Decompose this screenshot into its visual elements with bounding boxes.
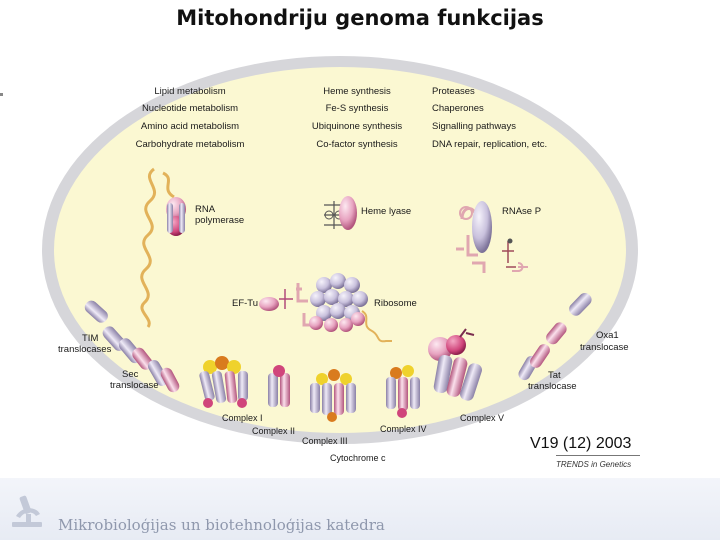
mrna-strand	[140, 167, 157, 328]
label-heme-lyase: Heme lyase	[361, 206, 411, 217]
label-tat: translocase	[528, 381, 577, 392]
ef-tu: EF-Tu	[232, 289, 293, 311]
label-oxa1: translocase	[580, 342, 629, 353]
footer-department: Mikrobioloģijas un biotehnoloģijas kated…	[58, 516, 385, 534]
function-list-regulation: Proteases Chaperones Signalling pathways…	[432, 86, 547, 150]
function-item: DNA repair, replication, etc.	[432, 139, 547, 150]
sec-translocase: Sec translocase	[110, 360, 180, 393]
label-complex-v: Complex V	[460, 413, 504, 423]
function-item: Co-factor synthesis	[316, 139, 398, 150]
tat-translocase: Tat translocase	[518, 344, 577, 392]
ribosome: Ribosome	[296, 273, 417, 343]
function-item: Fe-S synthesis	[326, 103, 389, 114]
oxa1-translocase: Oxa1 translocase	[546, 292, 629, 353]
function-item: Nucleotide metabolism	[142, 103, 238, 114]
label-complex-ii: Complex II	[252, 426, 295, 436]
label-ribosome: Ribosome	[374, 298, 417, 309]
label-tim: translocases	[58, 344, 112, 355]
slide-title: Mitohondriju genoma funkcijas	[176, 6, 544, 30]
function-item: Lipid metabolism	[154, 86, 225, 97]
label-rna-polymerase: RNA	[195, 204, 216, 215]
function-item: Amino acid metabolism	[141, 121, 239, 132]
citation: V19 (12) 2003	[530, 435, 632, 452]
function-list-synthesis: Heme synthesis Fe-S synthesis Ubiquinone…	[312, 86, 403, 150]
label-sec: Sec	[122, 369, 139, 380]
label-oxa1: Oxa1	[596, 330, 619, 341]
tim-translocase: TIM translocases	[58, 300, 153, 370]
label-sec: translocase	[110, 380, 159, 391]
label-ef-tu: EF-Tu	[232, 298, 258, 309]
stray-mark	[0, 93, 3, 96]
label-rnase-p: RNAse P	[502, 206, 541, 217]
function-item: Proteases	[432, 86, 475, 97]
complex-iii: Complex III Cytochrome c	[302, 369, 386, 463]
label-cytochrome-c: Cytochrome c	[330, 453, 386, 463]
label-rna-polymerase: polymerase	[195, 215, 244, 226]
figure-panel: Lipid metabolism Nucleotide metabolism A…	[36, 37, 650, 475]
footer-band	[0, 478, 720, 540]
function-item: Ubiquinone synthesis	[312, 121, 403, 132]
label-tim: TIM	[82, 333, 98, 344]
label-tat: Tat	[548, 370, 561, 381]
label-complex-i: Complex I	[222, 413, 263, 423]
mitochondrial-matrix	[54, 67, 626, 433]
divider	[556, 455, 640, 456]
complex-iv: Complex IV	[380, 365, 427, 434]
rna-polymerase: RNA polymerase	[140, 167, 244, 328]
journal-credit: TRENDS in Genetics	[556, 460, 631, 469]
heme-lyase: Heme lyase	[324, 196, 411, 230]
complex-ii: Complex II	[252, 365, 295, 436]
function-item: Heme synthesis	[323, 86, 391, 97]
microscope-icon	[12, 495, 42, 527]
label-complex-iii: Complex III	[302, 436, 348, 446]
label-complex-iv: Complex IV	[380, 424, 427, 434]
complex-v: Complex V	[428, 328, 504, 423]
mitochondrion-diagram: Lipid metabolism Nucleotide metabolism A…	[42, 56, 640, 469]
function-item: Signalling pathways	[432, 121, 516, 132]
rnase-p: RNAse P	[456, 201, 541, 273]
function-item: Carbohydrate metabolism	[136, 139, 245, 150]
function-list-metabolism: Lipid metabolism Nucleotide metabolism A…	[136, 86, 245, 150]
complex-i: Complex I	[199, 356, 263, 423]
function-item: Chaperones	[432, 103, 484, 114]
